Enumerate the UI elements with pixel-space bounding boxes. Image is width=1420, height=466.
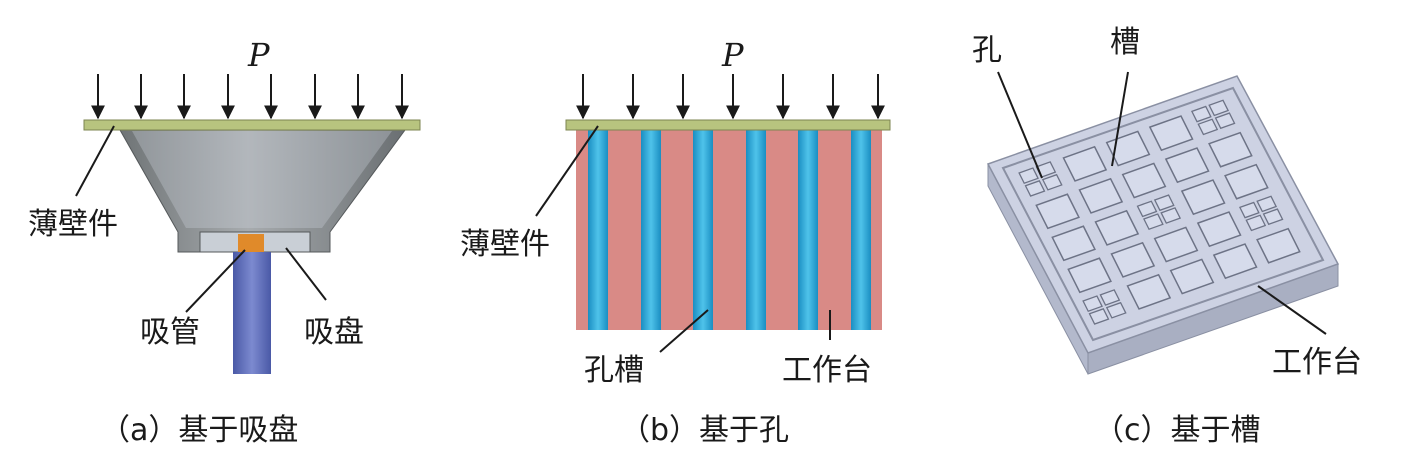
panel-c-hole-label: 孔 [972, 33, 1002, 68]
hole-cell [1136, 200, 1158, 218]
hole-cell [1214, 112, 1236, 130]
slot-pad-grid [1035, 115, 1301, 310]
panel-c-hole-leader [997, 71, 1043, 179]
slot-pad [1110, 241, 1156, 278]
hole-cell [1160, 207, 1182, 224]
panel-b-hole-slot-label: 孔槽 [584, 353, 644, 388]
channel [693, 130, 713, 330]
panel-b-load-arrows [576, 74, 885, 120]
panel-c-table-leader [1257, 285, 1327, 335]
hole-cell [1245, 214, 1267, 232]
panel-b-thin-wall-plate [565, 119, 891, 131]
suction-tube [233, 252, 271, 374]
slot-pad [1256, 227, 1301, 264]
panel-c-caption: （c）基于槽 [1094, 413, 1261, 448]
hole-cell [1024, 180, 1046, 197]
hole-cell [1041, 173, 1063, 191]
slot-pad [1126, 273, 1172, 310]
panel-a-tube-leader [185, 249, 246, 313]
hole-clusters [1018, 99, 1284, 325]
hole-cell [1153, 194, 1175, 212]
hole-cell [1208, 99, 1230, 117]
slot-pad [1148, 115, 1194, 152]
panel-c-slot-based: 孔 槽 工作台 （c）基于槽 [972, 25, 1362, 448]
panel-a-cup-leader [285, 247, 327, 301]
panel-b-worktable [576, 130, 882, 330]
panel-a-load-arrows [91, 74, 409, 120]
slot-pad [1164, 147, 1210, 184]
hole-cell [1088, 308, 1110, 325]
slot-pad [1212, 243, 1258, 280]
suction-nozzle [238, 234, 264, 252]
panel-a-load-label: P [247, 36, 270, 74]
panel-a-thin-wall-label: 薄壁件 [28, 207, 118, 242]
hole-cell [1238, 201, 1260, 219]
slot-pad [1035, 193, 1080, 230]
channel [588, 130, 608, 330]
slot-pad [1078, 177, 1124, 214]
slot-pad [1153, 226, 1199, 263]
slot-pad [1062, 145, 1108, 182]
slot-pad [1094, 209, 1140, 246]
hole-cell [1142, 213, 1164, 231]
panel-b-table-label: 工作台 [782, 353, 872, 388]
channel [851, 130, 871, 330]
panel-a-thin-wall-plate [83, 119, 421, 131]
panel-a-thin-wall-leader [75, 125, 115, 197]
hole-cell [1082, 295, 1103, 313]
slot-pad [1067, 257, 1112, 294]
panel-c-slot-leader [1111, 71, 1129, 167]
panel-a-suction-cup: P 薄壁件 吸管 吸盘 （a）基于吸盘 [28, 36, 421, 448]
panel-b-thin-wall-leader [535, 125, 599, 217]
hole-cell [1190, 105, 1212, 123]
suction-cup-cavity [132, 131, 392, 228]
slot-pad [1169, 258, 1215, 295]
panel-a-cup-label: 吸盘 [304, 315, 364, 350]
worktable-border-groove [1001, 86, 1325, 342]
hole-cell [1197, 118, 1219, 136]
panel-b-load-label: P [721, 36, 744, 74]
channel [641, 130, 661, 330]
channel [746, 130, 766, 330]
panel-b-hole-based: P 薄壁件 孔槽 工作台 （b）基于孔 [460, 36, 891, 448]
slot-pad [1208, 131, 1253, 168]
panel-c-table-label: 工作台 [1272, 345, 1362, 380]
hole-cell [1099, 289, 1121, 306]
panel-a-tube-label: 吸管 [140, 315, 200, 350]
slot-pad [1051, 225, 1096, 262]
panel-b-hole-slot-leader [659, 309, 709, 353]
panel-a-caption: （a）基于吸盘 [100, 413, 298, 448]
slot-pad [1180, 179, 1226, 216]
hole-cell [1018, 167, 1039, 185]
hole-cell [1262, 208, 1284, 226]
channel [798, 130, 818, 330]
slot-pad [1196, 211, 1242, 248]
panel-b-caption: （b）基于孔 [620, 413, 789, 448]
panel-b-thin-wall-label: 薄壁件 [460, 227, 550, 262]
hole-cell [1105, 301, 1127, 319]
hole-cell [1256, 195, 1278, 213]
slot-pad [1121, 162, 1167, 199]
panel-c-slot-label: 槽 [1110, 25, 1140, 60]
panel-b-channels [588, 130, 871, 330]
slot-pad [1224, 163, 1269, 200]
